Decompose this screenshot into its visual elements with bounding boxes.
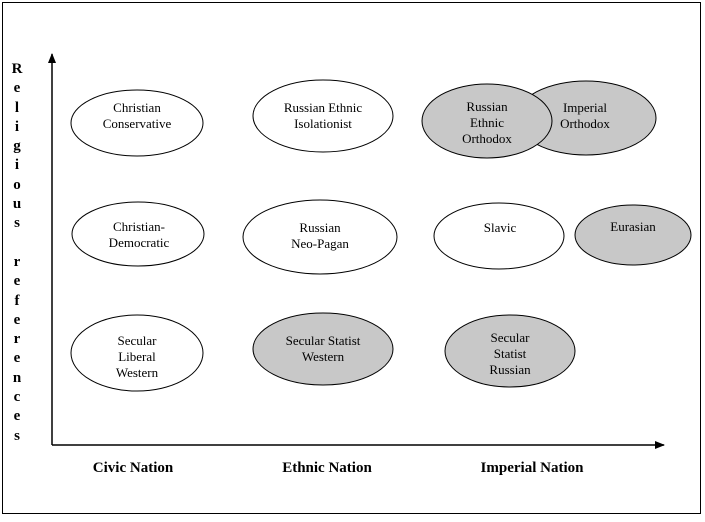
node-label-line: Secular [117,333,157,348]
node-label-line: Ethnic [470,115,504,130]
ellipse-christian-democratic [71,201,205,267]
node-label-line: Statist [493,346,527,361]
node-label-line: Neo-Pagan [291,236,349,251]
node-label-line: Orthodox [560,116,610,131]
ellipse-russian-ethnic-isolationist [252,79,394,153]
node-label-line: Secular [490,330,530,345]
x-label-imperial-nation: Imperial Nation [480,460,584,476]
node-label-line: Conservative [102,116,172,131]
node-label-line: Russian Ethnic [283,100,363,115]
node-label-line: Orthodox [462,131,512,146]
node-label-slavic: Slavic [484,220,517,236]
node-label-line: Russian [466,99,508,114]
node-label-line: Russian [489,362,531,377]
node-label-line: Liberal [118,349,156,364]
node-label-line: Democratic [108,235,170,250]
node-label-eurasian: Eurasian [610,219,655,235]
ellipse-secular-statist-russian [444,314,576,388]
node-label-line: Western [115,365,159,380]
node-label-line: Christian [113,100,161,115]
x-label-ethnic-nation: Ethnic Nation [282,460,372,476]
ellipse-christian-conservative [70,89,204,157]
node-label-line: Christian- [112,219,165,234]
node-label-line: Secular Statist [285,333,361,348]
node-label-line: Western [301,349,345,364]
x-label-civic-nation: Civic Nation [92,460,174,476]
node-label-line: Slavic [483,220,517,235]
ellipse-eurasian [574,204,692,266]
ellipse-russian-ethnic-orthodox [421,83,553,159]
node-label-line: Russian [299,220,341,235]
node-label-line: Eurasian [610,219,656,234]
ellipse-russian-neo-pagan [242,199,398,275]
ellipse-secular-liberal-western [70,314,204,392]
node-label-christian-democratic: Christian-Democratic [109,219,170,251]
ellipse-slavic [433,202,565,270]
node-label-line: Isolationist [294,116,352,131]
node-label-line: Imperial [562,100,608,115]
ellipse-secular-statist-western [252,312,394,386]
